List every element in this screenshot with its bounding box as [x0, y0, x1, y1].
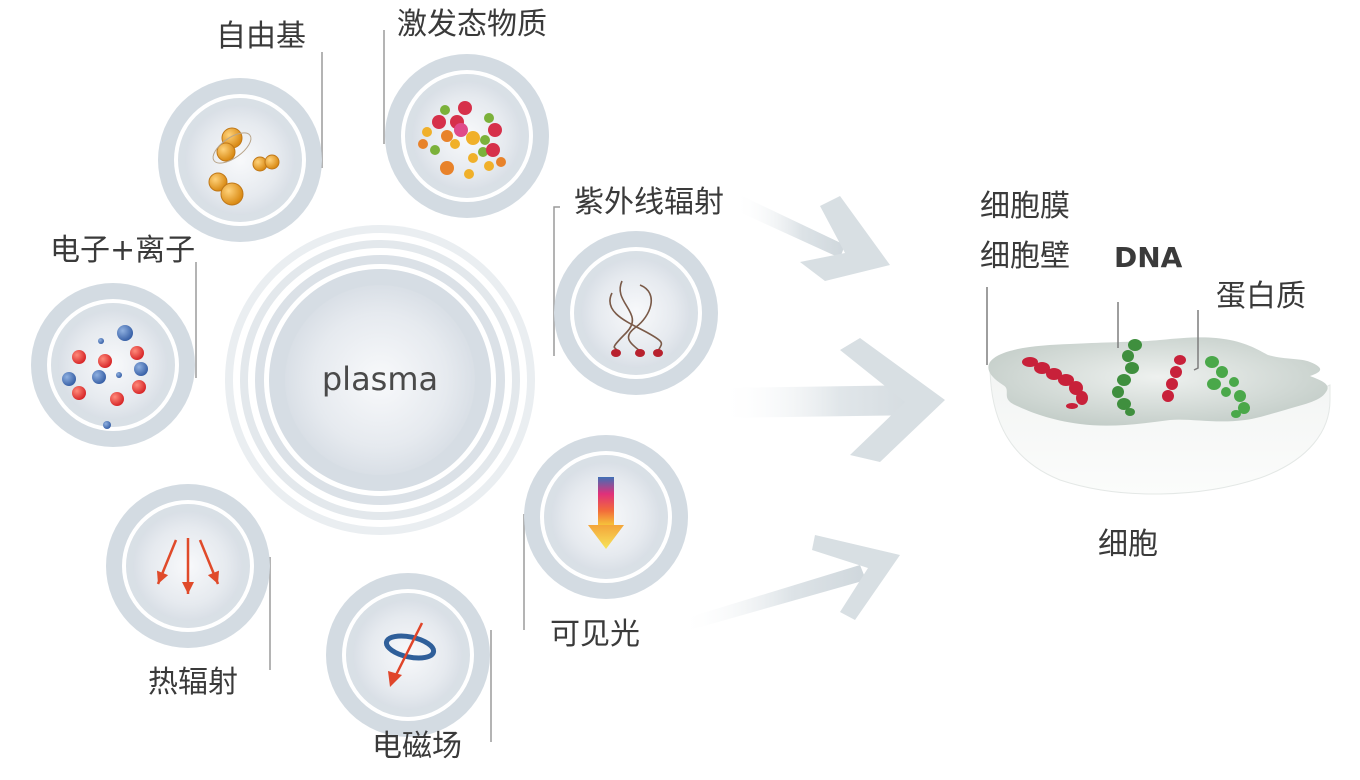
- ions-icon: [62, 325, 148, 429]
- cell-leader-lines: [986, 287, 1199, 371]
- label-membrane: 细胞膜: [980, 189, 1070, 224]
- circle-thermal-radiation: [106, 484, 270, 648]
- circle-free-radical: [158, 78, 322, 242]
- plasma-core: [225, 225, 535, 535]
- red-helix-2: [1162, 355, 1186, 402]
- label-cell: 细胞: [1098, 527, 1158, 562]
- label-wall: 细胞壁: [980, 239, 1070, 274]
- label-visible-light: 可见光: [550, 617, 640, 652]
- leader-lines: [195, 30, 560, 742]
- spectrum-arrow-icon: [588, 477, 624, 549]
- red-helix-1: [1022, 357, 1088, 409]
- uv-strands-icon: [609, 280, 663, 357]
- cell: [986, 287, 1331, 495]
- leader-line-protein: [1193, 310, 1199, 371]
- circle-electron-ion: [31, 283, 195, 447]
- plasma-label: plasma: [321, 360, 439, 398]
- label-uv-radiation: 紫外线辐射: [574, 185, 724, 220]
- green-helix-dna: [1112, 339, 1142, 416]
- label-dna: DNA: [1114, 241, 1183, 274]
- particles-icon: [418, 101, 506, 179]
- label-free-radical: 自由基: [216, 19, 306, 54]
- label-em-field: 电磁场: [372, 729, 462, 764]
- circle-uv-radiation: [554, 231, 718, 395]
- label-protein: 蛋白质: [1216, 279, 1306, 314]
- label-electron-ion: 电子+离子: [50, 233, 196, 268]
- molecule-icon: [208, 127, 280, 206]
- label-thermal-radiation: 热辐射: [148, 665, 238, 700]
- circle-visible-light: [524, 435, 688, 599]
- green-helix-protein: [1205, 356, 1250, 418]
- circle-em-field: [326, 573, 490, 737]
- arrow-middle: [720, 338, 945, 462]
- arrow-upper: [735, 195, 890, 281]
- leader-line-uv: [553, 206, 560, 356]
- em-field-icon: [383, 622, 437, 687]
- label-excited-matter: 激发态物质: [397, 7, 547, 42]
- heat-arrows-icon: [156, 538, 220, 594]
- circle-excited-matter: [385, 54, 549, 218]
- arrow-lower: [680, 535, 900, 630]
- arrows: [680, 195, 945, 630]
